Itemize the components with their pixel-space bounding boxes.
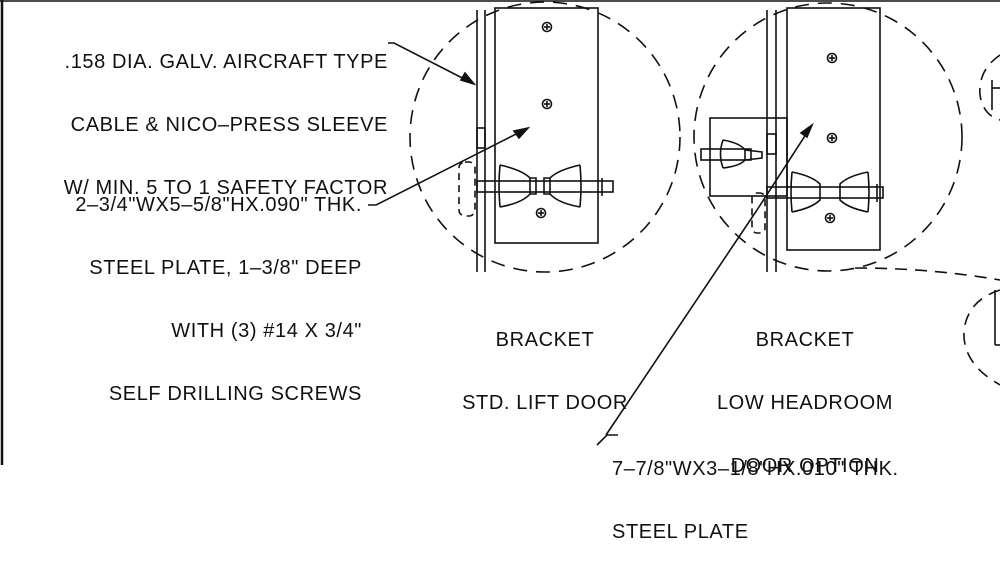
detail-title-low-line: BRACKET <box>755 329 855 351</box>
cable-sleeve <box>476 127 486 149</box>
detail-low-headroom <box>693 2 963 272</box>
note-plate-std-line: WITH (3) #14 X 3/4" <box>171 320 362 342</box>
cable-sleeve <box>766 133 777 155</box>
hidden-spring-outline <box>751 192 766 234</box>
note-plate-std-line: 2–3/4"WX5–5/8"HX.090" THK. <box>75 194 362 216</box>
note-cable: .158 DIA. GALV. AIRCRAFT TYPE CABLE & NI… <box>30 10 388 241</box>
cable-drum-left <box>498 164 537 208</box>
screw-icon <box>826 132 838 144</box>
detail-title-std-line: BRACKET <box>495 329 595 351</box>
low-shaft <box>766 186 884 199</box>
side-pulley <box>719 139 763 169</box>
detail-circle-std <box>409 1 681 273</box>
detail-title-std-line: STD. LIFT DOOR <box>462 392 628 414</box>
screw-icon <box>541 98 553 110</box>
screw-icon <box>541 21 553 33</box>
std-shaft <box>476 180 614 193</box>
note-plate-low-line: STEEL PLATE <box>612 521 749 543</box>
note-plate-low-line: 7–7/8"WX3–1/8"HX.010" THK. <box>612 458 899 480</box>
note-plate-std-line: STEEL PLATE, 1–3/8" DEEP <box>89 257 362 279</box>
pulley-shaft <box>700 148 752 161</box>
drawing-canvas <box>0 0 1000 465</box>
leader-plate-low <box>596 122 814 446</box>
leader-plate-std <box>368 126 531 206</box>
note-plate-std-line: SELF DRILLING SCREWS <box>108 383 362 405</box>
detail-partial-right <box>854 54 1000 386</box>
cable-drum-left <box>790 171 821 213</box>
detail-circle-low <box>693 2 963 272</box>
std-bracket-plate <box>494 7 599 244</box>
hidden-spring-outline <box>458 161 476 217</box>
note-cable-line: W/ MIN. 5 TO 1 SAFETY FACTOR <box>63 177 388 199</box>
note-plate-low: 7–7/8"WX3–1/8"HX.010" THK. STEEL PLATE <box>612 417 982 585</box>
note-cable-line: .158 DIA. GALV. AIRCRAFT TYPE <box>64 51 388 73</box>
detail-title-low-line: LOW HEADROOM <box>716 392 894 414</box>
screw-icon <box>824 212 836 224</box>
detail-std-lift-door <box>409 1 681 273</box>
drawing-sheet: .158 DIA. GALV. AIRCRAFT TYPE CABLE & NI… <box>0 0 1000 543</box>
note-plate-std: 2–3/4"WX5–5/8"HX.090" THK. STEEL PLATE, … <box>20 153 362 447</box>
note-cable-line: CABLE & NICO–PRESS SLEEVE <box>70 114 388 136</box>
leader-cable <box>388 42 477 86</box>
screw-icon <box>826 52 838 64</box>
extension-plate <box>709 117 788 197</box>
cable-drum-right <box>543 164 582 208</box>
screw-icon <box>535 207 547 219</box>
detail-title-std: BRACKET STD. LIFT DOOR <box>440 288 650 456</box>
low-bracket-plate <box>786 7 881 251</box>
cable-drum-right <box>839 171 870 213</box>
